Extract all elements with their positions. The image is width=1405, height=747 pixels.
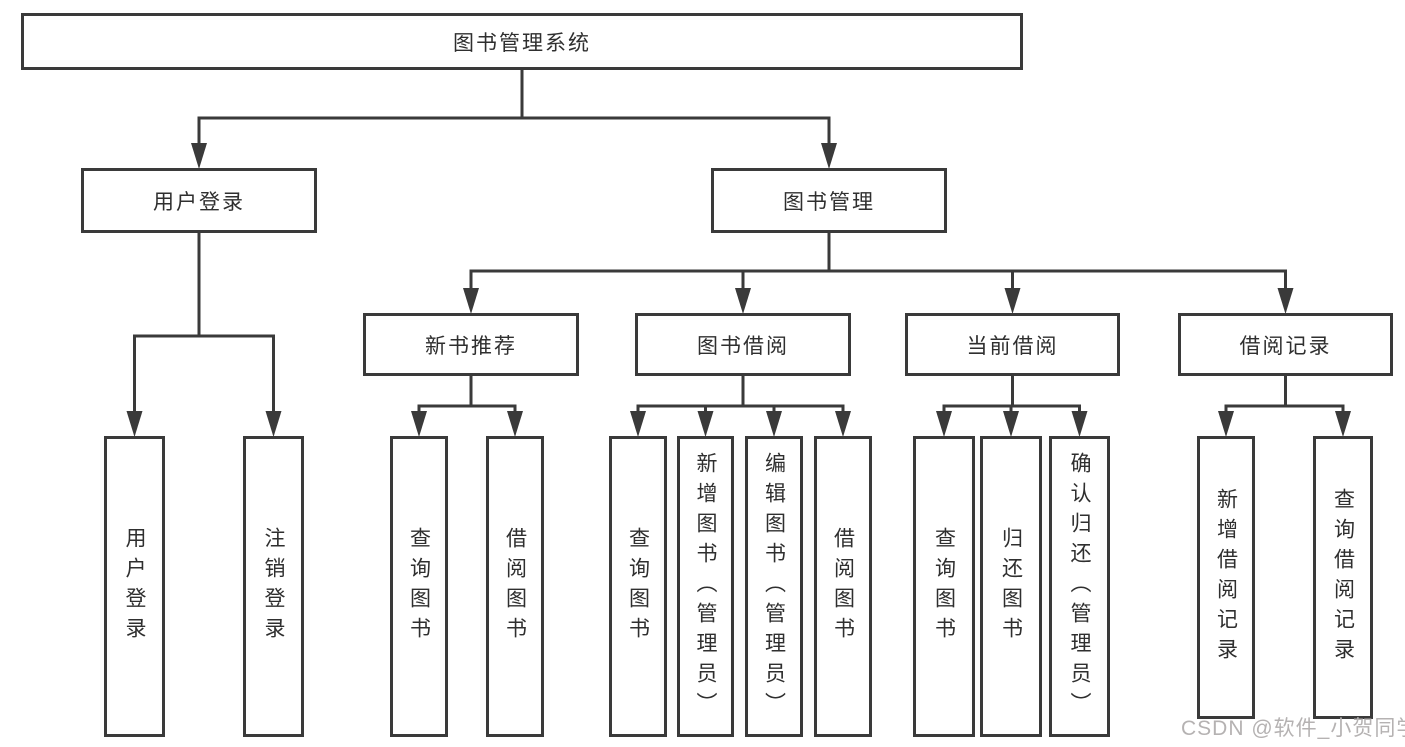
node-library-management-system: 图书管理系统	[21, 13, 1023, 70]
node-book-borrowing: 图书借阅	[635, 313, 851, 376]
node-new-book-recommendation: 新书推荐	[363, 313, 579, 376]
leaf-query-books-3: 查询图书	[913, 436, 975, 737]
node-borrowing-records: 借阅记录	[1178, 313, 1393, 376]
leaf-borrow-books-2: 借阅图书	[814, 436, 872, 737]
leaf-query-borrow-record: 查询借阅记录	[1313, 436, 1373, 719]
leaf-edit-books-admin: 编辑图书（管理员）	[745, 436, 803, 737]
node-current-borrowing: 当前借阅	[905, 313, 1120, 376]
watermark: CSDN @软件_小贺同学	[1181, 717, 1405, 740]
node-book-management: 图书管理	[711, 168, 947, 233]
node-user-login: 用户登录	[81, 168, 317, 233]
leaf-borrow-books: 借阅图书	[486, 436, 544, 737]
leaf-logout: 注销登录	[243, 436, 304, 737]
leaf-return-books: 归还图书	[980, 436, 1042, 737]
leaf-query-books-2: 查询图书	[609, 436, 667, 737]
leaf-confirm-return-admin: 确认归还（管理员）	[1049, 436, 1110, 737]
leaf-add-borrow-record: 新增借阅记录	[1197, 436, 1255, 719]
leaf-add-books-admin: 新增图书（管理员）	[677, 436, 734, 737]
leaf-query-books: 查询图书	[390, 436, 448, 737]
leaf-user-login: 用户登录	[104, 436, 165, 737]
